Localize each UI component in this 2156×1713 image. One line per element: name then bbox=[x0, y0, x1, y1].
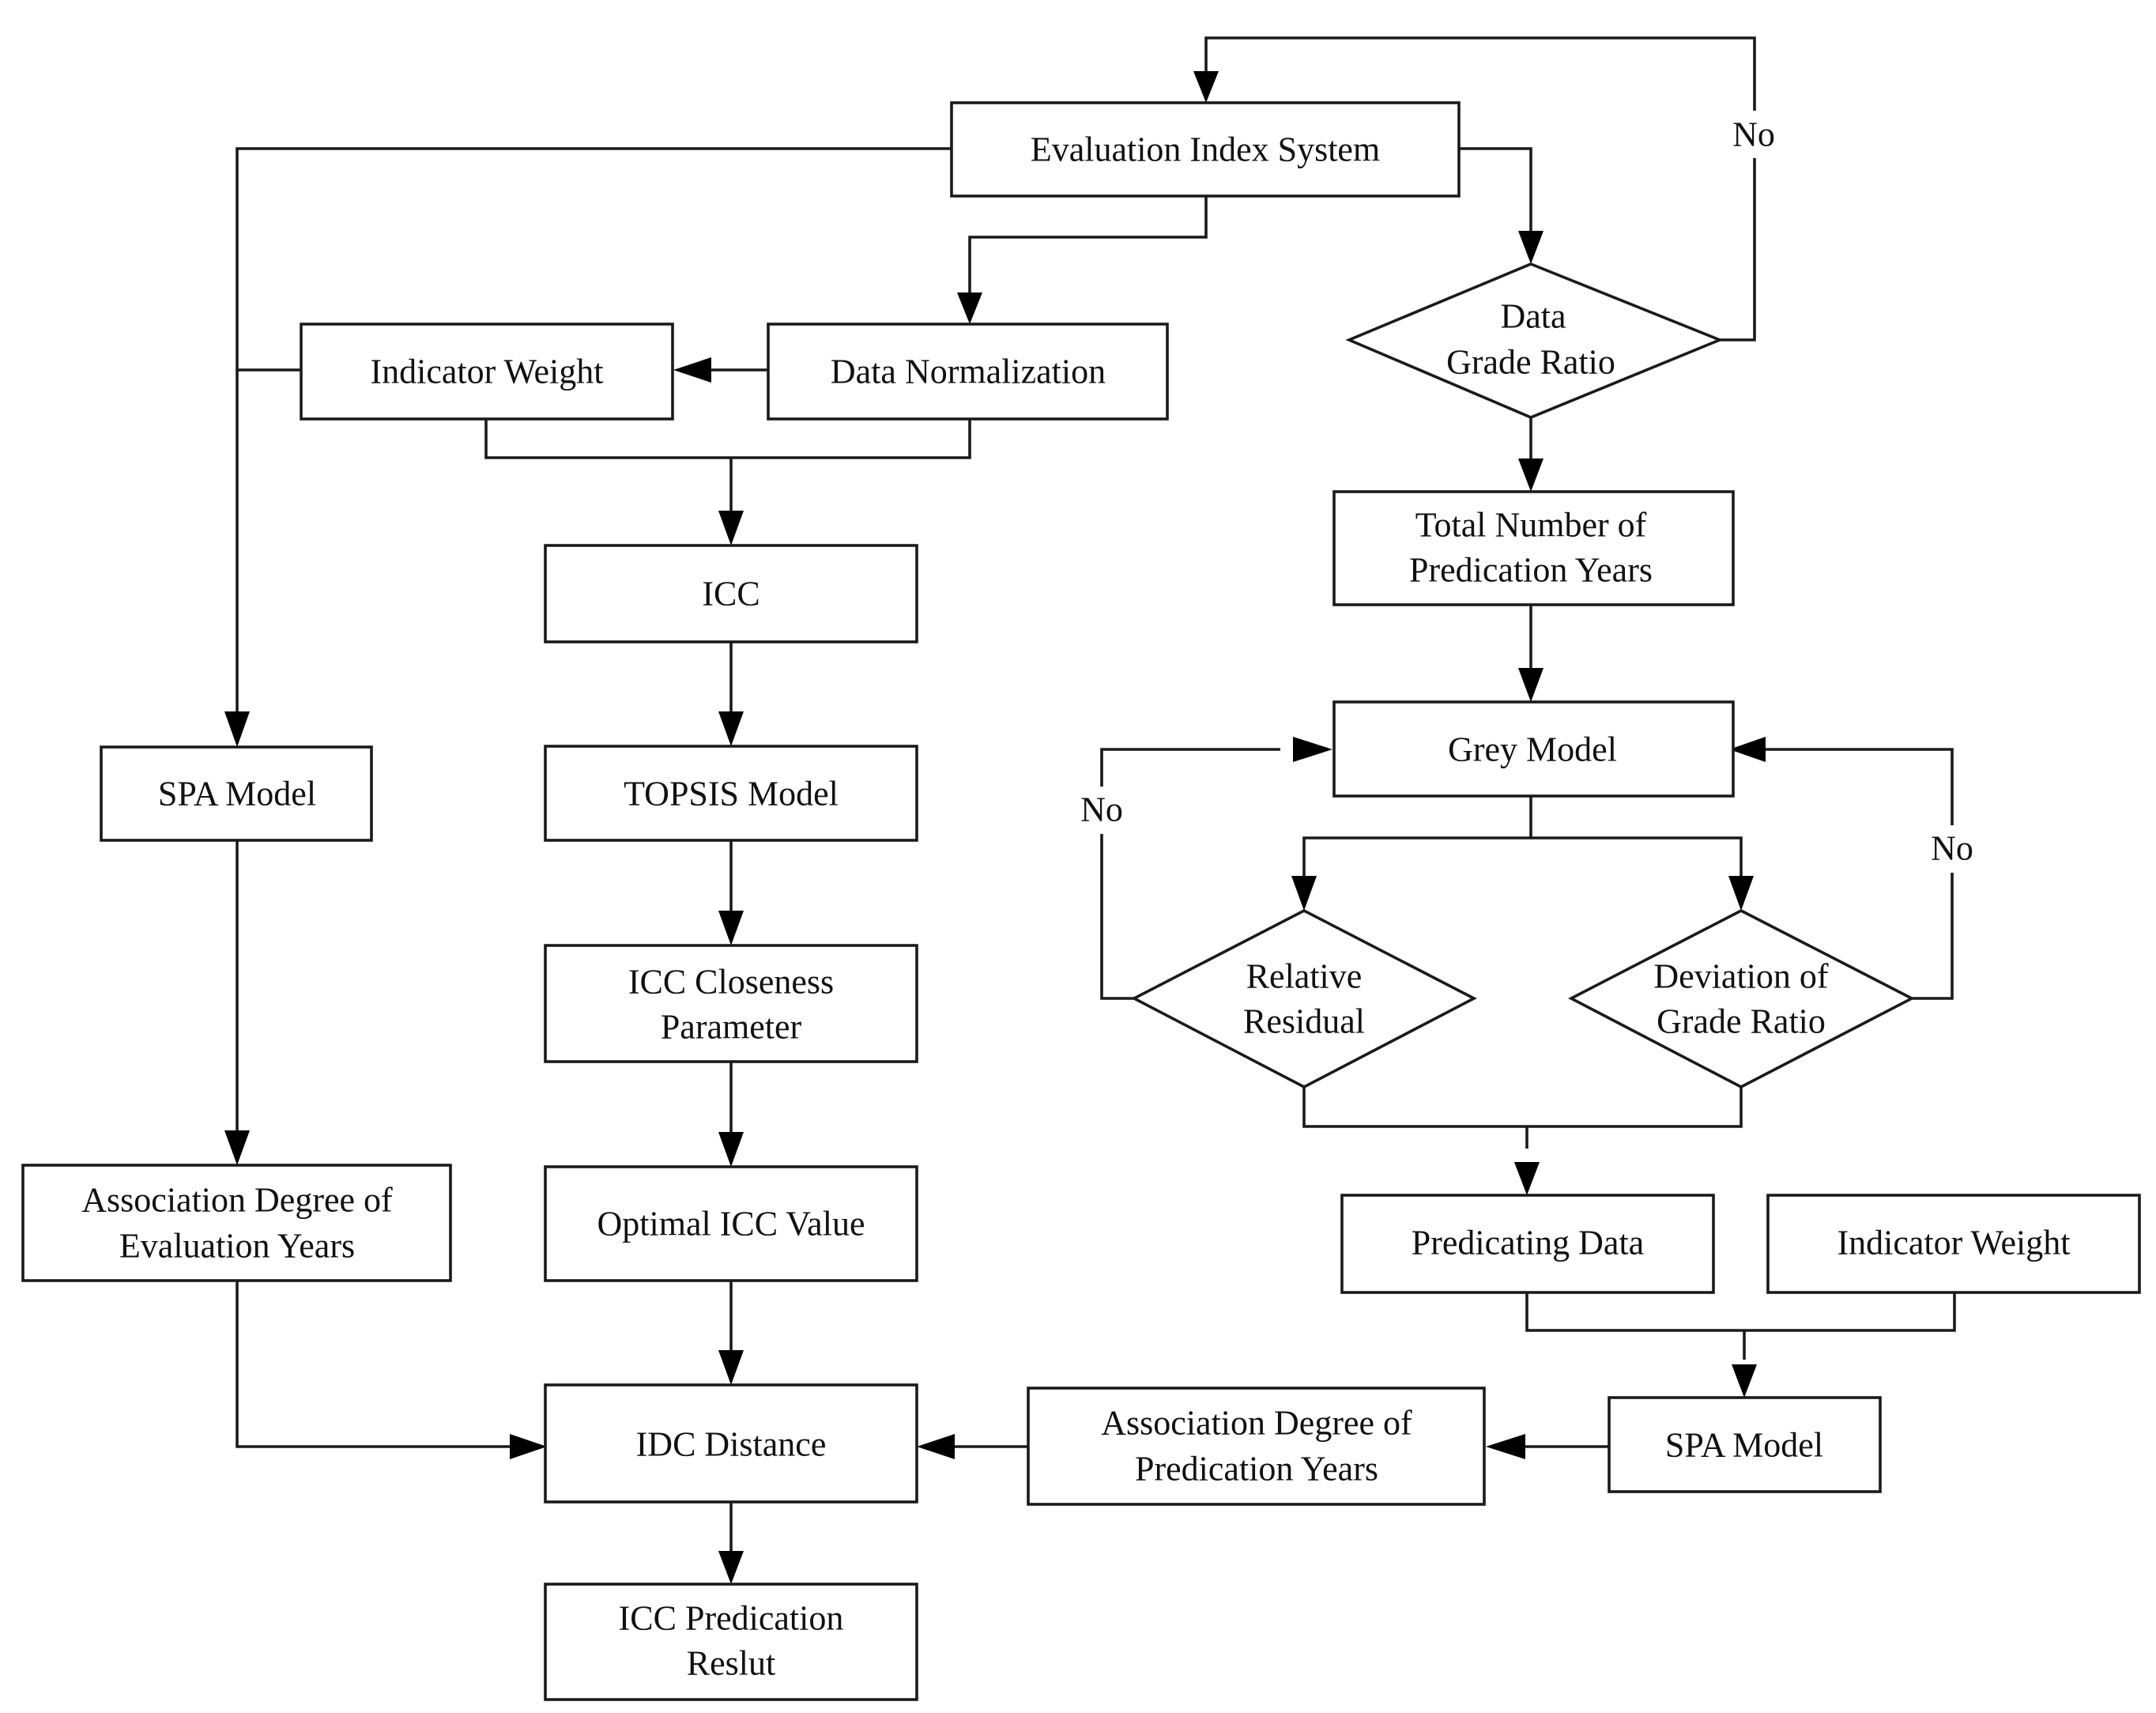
assoc-pred-label-line1: Association Degree of bbox=[1101, 1404, 1412, 1443]
arrowhead-no-loop-to-eis bbox=[1193, 71, 1219, 103]
arrowhead-to-residual bbox=[1291, 876, 1317, 911]
connector-merge-to-predicating bbox=[1302, 1087, 1743, 1128]
indicator-weight-right-label: Indicator Weight bbox=[1837, 1224, 2070, 1262]
no-left-label-bg bbox=[1078, 787, 1125, 834]
total-years-label-line2: Predication Years bbox=[1409, 551, 1653, 590]
node-topsis-model: TOPSIS Model bbox=[544, 745, 918, 842]
connector-residual-no-loop bbox=[1100, 748, 1280, 1000]
predicating-data-label: Predicating Data bbox=[1412, 1224, 1644, 1262]
node-icc-closeness-parameter: ICC Closeness Parameter bbox=[544, 944, 918, 1063]
arrowhead-to-predicating bbox=[1514, 1162, 1540, 1195]
evaluation-index-system-label: Evaluation Index System bbox=[1031, 130, 1380, 169]
node-grey-model: Grey Model bbox=[1332, 700, 1735, 798]
node-icc: ICC bbox=[544, 544, 918, 643]
deviation-label-line2: Grade Ratio bbox=[1657, 1002, 1826, 1041]
assoc-eval-label-line2: Evaluation Years bbox=[119, 1227, 355, 1266]
arrowhead-to-spa-left bbox=[224, 711, 250, 747]
node-deviation-of-grade-ratio: Deviation of Grade Ratio bbox=[1568, 908, 1915, 1089]
icc-predication-result-label-line1: ICC Predication bbox=[619, 1599, 844, 1638]
arrowhead-to-spa-right bbox=[1732, 1364, 1757, 1398]
no-label-deviation-loop: No bbox=[1931, 829, 1973, 868]
connectors bbox=[236, 36, 1956, 1559]
icc-label: ICC bbox=[702, 575, 760, 613]
spa-model-left-label: SPA Model bbox=[158, 775, 316, 813]
arrowhead-to-grade-ratio bbox=[1518, 231, 1544, 264]
icc-closeness-label-line1: ICC Closeness bbox=[628, 963, 834, 1002]
idc-distance-label: IDC Distance bbox=[636, 1425, 827, 1464]
connector-merge-to-icc bbox=[484, 419, 971, 459]
data-grade-ratio-label-line2: Grade Ratio bbox=[1446, 343, 1615, 382]
arrowhead-to-idc bbox=[718, 1350, 744, 1385]
arrowhead-to-deviation bbox=[1728, 876, 1754, 911]
connector-eis-to-grade-ratio bbox=[1459, 147, 1532, 237]
icc-closeness-label-line2: Parameter bbox=[661, 1008, 802, 1047]
no-right-label-bg bbox=[1928, 825, 1976, 873]
icc-predication-result-label-line2: Reslut bbox=[687, 1644, 775, 1683]
arrowhead-spa-right-to-assoc-pred bbox=[1486, 1434, 1525, 1459]
arrowhead-to-assoc-eval bbox=[224, 1130, 250, 1165]
node-icc-predication-result: ICC Predication Reslut bbox=[544, 1583, 918, 1701]
node-evaluation-index-system: Evaluation Index System bbox=[950, 101, 1461, 198]
node-spa-model-left: SPA Model bbox=[100, 745, 373, 842]
node-association-degree-evaluation-years: Association Degree of Evaluation Years bbox=[21, 1164, 452, 1282]
node-predicating-data: Predicating Data bbox=[1340, 1194, 1715, 1294]
arrowhead-to-topsis bbox=[718, 711, 744, 746]
node-indicator-weight-right: Indicator Weight bbox=[1766, 1194, 2141, 1294]
spa-model-right-label: SPA Model bbox=[1665, 1426, 1823, 1465]
data-normalization-label: Data Normalization bbox=[831, 353, 1106, 391]
arrowhead-to-grey bbox=[1518, 668, 1544, 702]
arrowhead-assoc-eval-to-idc bbox=[510, 1434, 547, 1459]
connector-grey-split-right bbox=[1531, 836, 1743, 881]
node-indicator-weight-left: Indicator Weight bbox=[300, 323, 674, 421]
relative-residual-label-line1: Relative bbox=[1246, 957, 1363, 996]
total-years-label-line1: Total Number of bbox=[1415, 506, 1647, 545]
node-idc-distance: IDC Distance bbox=[544, 1383, 918, 1504]
connector-grey-split bbox=[1302, 796, 1532, 881]
node-spa-model-right: SPA Model bbox=[1608, 1396, 1882, 1493]
arrowhead-to-closeness bbox=[718, 911, 744, 945]
arrowhead-to-icc bbox=[718, 511, 744, 545]
arrowhead-residual-no-to-grey bbox=[1293, 737, 1332, 762]
relative-residual-label-line2: Residual bbox=[1243, 1002, 1365, 1041]
no-label-grade-ratio-loop: No bbox=[1732, 115, 1775, 154]
connector-merge-to-spa-right bbox=[1525, 1292, 1956, 1332]
deviation-label-line1: Deviation of bbox=[1653, 957, 1829, 996]
node-optimal-icc-value: Optimal ICC Value bbox=[544, 1165, 918, 1282]
arrowhead-to-data-normalization bbox=[957, 292, 982, 324]
assoc-eval-label-line1: Association Degree of bbox=[81, 1181, 393, 1220]
topsis-model-label: TOPSIS Model bbox=[624, 775, 839, 813]
arrowhead-to-optimal bbox=[718, 1132, 744, 1167]
no-top-label-bg bbox=[1731, 111, 1778, 158]
connector-assoc-eval-to-idc bbox=[236, 1281, 522, 1448]
data-grade-ratio-label-line1: Data bbox=[1500, 297, 1566, 336]
node-association-degree-predication-years: Association Degree of Predication Years bbox=[1027, 1387, 1486, 1506]
connector-eis-to-data-normalization bbox=[968, 196, 1208, 304]
indicator-weight-left-label: Indicator Weight bbox=[370, 353, 603, 391]
node-total-number-predication-years: Total Number of Predication Years bbox=[1332, 490, 1735, 606]
grey-model-label: Grey Model bbox=[1448, 730, 1617, 769]
node-relative-residual: Relative Residual bbox=[1131, 908, 1477, 1089]
arrowheads bbox=[224, 71, 1766, 1584]
arrowhead-to-result bbox=[718, 1551, 744, 1584]
node-data-normalization: Data Normalization bbox=[767, 323, 1169, 421]
connector-grade-ratio-no-loop bbox=[1204, 36, 1756, 341]
connector-deviation-no-loop bbox=[1755, 748, 1954, 1000]
arrowhead-deviation-no-to-grey bbox=[1729, 737, 1766, 762]
optimal-icc-value-label: Optimal ICC Value bbox=[597, 1205, 865, 1243]
arrowhead-to-indicator-weight bbox=[673, 357, 711, 383]
node-data-grade-ratio: Data Grade Ratio bbox=[1345, 262, 1724, 419]
no-label-residual-loop: No bbox=[1080, 790, 1123, 829]
assoc-pred-label-line2: Predication Years bbox=[1135, 1450, 1378, 1488]
connector-eis-to-spa-left bbox=[236, 147, 952, 723]
arrowhead-to-total bbox=[1518, 458, 1544, 492]
arrowhead-assoc-pred-to-idc bbox=[917, 1434, 955, 1459]
